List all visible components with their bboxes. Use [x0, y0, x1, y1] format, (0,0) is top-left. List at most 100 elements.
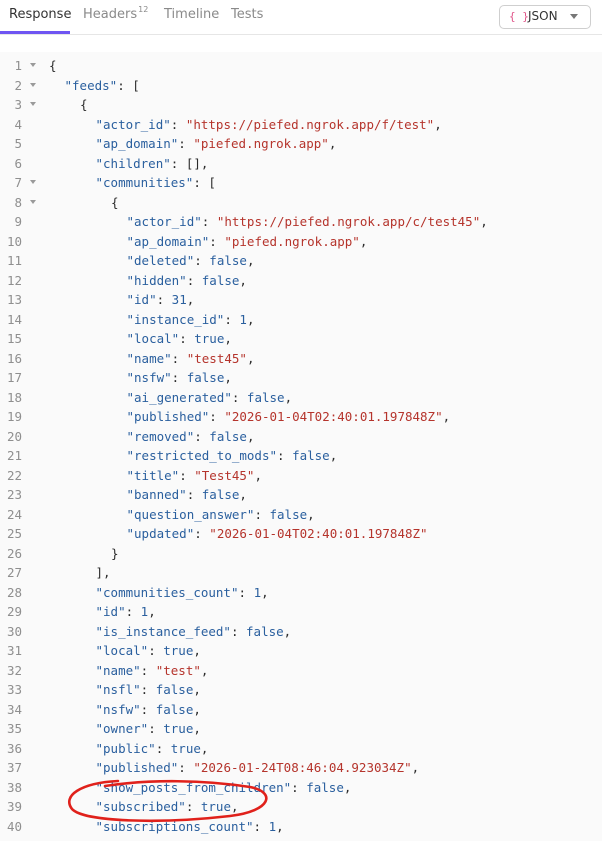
tab-response[interactable]: Response	[9, 7, 71, 22]
json-key: "instance_id"	[126, 311, 225, 327]
json-punctuation: :	[171, 350, 187, 366]
json-punctuation: :	[254, 506, 270, 522]
code-text: "subscriptions_count": 1,	[96, 817, 284, 837]
code-text: "name": "test",	[96, 661, 209, 681]
json-key: "actor_id"	[126, 214, 202, 229]
fold-toggle-icon[interactable]	[30, 82, 36, 87]
json-key: "ap_domain"	[126, 233, 210, 249]
json-key: "restricted_to_mods"	[126, 448, 278, 463]
line-number: 6	[14, 155, 22, 171]
code-text: "subscribed": true,	[96, 797, 239, 817]
tab-timeline[interactable]: Timeline	[164, 7, 219, 22]
line-number: 28	[6, 584, 22, 600]
code-text: "feeds": [	[65, 76, 140, 96]
json-key: "owner"	[95, 721, 149, 736]
fold-toggle-icon[interactable]	[30, 102, 36, 106]
line-number: 37	[6, 760, 22, 775]
code-line: 14"instance_id": 1,	[0, 310, 602, 330]
code-text: "ai_generated": false,	[127, 388, 293, 408]
line-number: 33	[6, 682, 22, 697]
json-punctuation: : [	[117, 77, 140, 93]
json-punctuation: :	[140, 682, 156, 697]
code-text: "published": "2026-01-24T08:46:04.923034…	[96, 758, 420, 778]
json-punctuation: ,	[359, 233, 368, 249]
line-number: 29	[6, 604, 22, 619]
code-line: 3{	[0, 95, 602, 115]
json-punctuation: ,	[261, 584, 269, 600]
line-number: 40	[6, 818, 22, 834]
json-punctuation: ,	[224, 331, 232, 346]
line-number: 9	[14, 214, 22, 229]
json-punctuation: ,	[307, 506, 315, 522]
json-punctuation: ,	[230, 799, 239, 814]
line-number: 8	[14, 194, 22, 210]
fold-toggle-icon[interactable]	[30, 63, 36, 67]
json-punctuation: ,	[284, 389, 293, 405]
json-punctuation: :	[194, 526, 210, 541]
json-punctuation: :	[194, 253, 210, 268]
tab-tests[interactable]: Tests	[231, 7, 263, 22]
fold-toggle-icon[interactable]	[30, 180, 36, 184]
json-key: "deleted"	[126, 253, 195, 268]
json-punctuation: :	[179, 467, 195, 483]
json-punctuation: ,	[186, 292, 195, 307]
line-number: 21	[6, 448, 22, 463]
line-number: 26	[6, 545, 22, 561]
json-string: "https://piefed.ngrok.app/f/test"	[185, 116, 435, 132]
json-punctuation: ,	[246, 311, 255, 327]
tab-headers[interactable]: Headers12	[83, 5, 148, 22]
code-line: 40 "subscriptions_count": 1,	[0, 817, 602, 837]
code-line: 39"subscribed": true,	[0, 797, 602, 817]
json-punctuation: :	[194, 428, 210, 444]
json-punctuation: : [	[193, 175, 216, 190]
json-value: false	[246, 623, 284, 639]
code-line: 21"restricted_to_mods": false,	[0, 446, 602, 466]
json-punctuation: {	[80, 97, 88, 112]
code-line: 1{	[0, 56, 602, 76]
json-string: "2026-01-24T08:46:04.923034Z"	[193, 760, 412, 775]
json-punctuation: :	[148, 643, 164, 658]
json-value: false	[209, 428, 247, 444]
code-line: 7"communities": [	[0, 173, 602, 193]
json-punctuation: }	[111, 545, 119, 561]
code-text: {	[80, 95, 88, 115]
json-key: "ap_domain"	[95, 136, 179, 151]
json-punctuation: :	[209, 233, 225, 249]
json-value: true	[163, 643, 194, 658]
json-response-viewer[interactable]: 1{2"feeds": [3{4"actor_id": "https://pie…	[0, 52, 602, 841]
code-text: }	[111, 544, 119, 564]
json-value: false	[209, 253, 247, 268]
fold-toggle-icon[interactable]	[30, 199, 36, 204]
line-number: 18	[6, 389, 22, 405]
tab-timeline-label: Timeline	[164, 7, 220, 22]
line-number: 25	[6, 526, 22, 541]
json-key: "feeds"	[64, 77, 118, 93]
json-key: "ai_generated"	[126, 389, 232, 405]
code-text: "ap_domain": "piefed.ngrok.app",	[127, 232, 368, 252]
json-punctuation: :	[140, 662, 156, 678]
curly-braces-icon: { }	[509, 10, 529, 23]
json-key: "local"	[126, 331, 180, 346]
tab-response-label: Response	[9, 7, 72, 22]
json-punctuation: :	[253, 818, 269, 834]
code-line: 24"question_answer": false,	[0, 505, 602, 525]
json-key: "id"	[126, 292, 157, 307]
json-punctuation: :	[231, 389, 247, 405]
line-number: 22	[6, 467, 22, 483]
json-punctuation: ,	[224, 370, 232, 385]
json-punctuation: :	[125, 604, 141, 619]
code-text: "children": [],	[96, 154, 209, 174]
code-line: 20"removed": false,	[0, 427, 602, 447]
json-key: "subscriptions_count"	[95, 818, 254, 834]
code-text: ],	[96, 563, 111, 583]
code-line: 31"local": true,	[0, 641, 602, 661]
json-punctuation: :	[171, 370, 187, 385]
json-string: "test45"	[186, 350, 247, 366]
format-dropdown[interactable]: { } JSON	[499, 5, 591, 29]
code-line: 12"hidden": false,	[0, 271, 602, 291]
json-key: "show_posts_from_children"	[95, 779, 292, 795]
json-punctuation: :	[148, 721, 164, 736]
json-value: 1	[140, 604, 149, 619]
code-line: 34"nsfw": false,	[0, 700, 602, 720]
json-punctuation: :	[291, 779, 307, 795]
